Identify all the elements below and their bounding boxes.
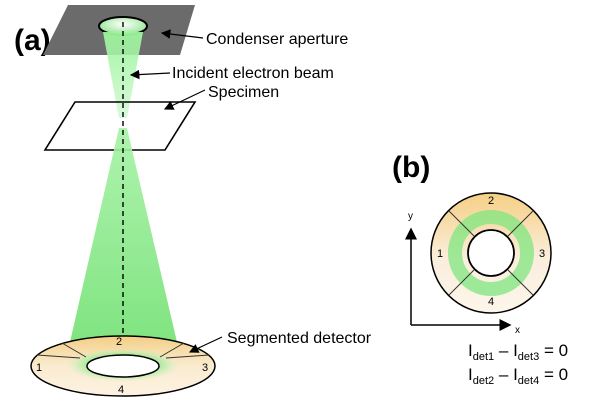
detector-hole-a xyxy=(86,354,160,378)
detector-b-segment-4: 4 xyxy=(488,296,494,308)
equation-1: Idet1 – Idet3 = 0 xyxy=(468,341,568,363)
detector-a-segment-4: 4 xyxy=(118,384,124,396)
specimen-plane xyxy=(43,101,197,151)
panel-b-label: (b) xyxy=(392,151,430,184)
panel-a-label: (a) xyxy=(14,24,51,57)
segmented-detector-a xyxy=(30,335,216,397)
incident-beam-label: Incident electron beam xyxy=(172,65,334,82)
detector-callout-arrow xyxy=(188,336,223,353)
detector-hole-b xyxy=(467,229,515,277)
detector-a-segment-1: 1 xyxy=(36,362,42,374)
condenser-aperture-label: Condenser aperture xyxy=(206,31,348,48)
detector-a-segment-2: 2 xyxy=(116,336,122,348)
equation-2: Idet2 – Idet4 = 0 xyxy=(468,365,568,387)
specimen-label: Specimen xyxy=(208,84,279,101)
detector-b-segment-1: 1 xyxy=(437,248,443,260)
detector-b-segment-2: 2 xyxy=(488,195,494,207)
y-axis-label: y xyxy=(408,211,413,222)
detector-b-segment-3: 3 xyxy=(539,248,545,260)
beam-callout-arrow xyxy=(129,69,171,80)
segmented-detector-b xyxy=(430,192,552,314)
segmented-detector-label: Segmented detector xyxy=(227,330,372,347)
detector-a-segment-3: 3 xyxy=(202,362,208,374)
incident-beam-upper xyxy=(103,32,143,118)
condenser-callout-arrow xyxy=(160,29,204,39)
x-axis-label: x xyxy=(515,325,520,336)
specimen-callout-arrow xyxy=(163,89,206,110)
